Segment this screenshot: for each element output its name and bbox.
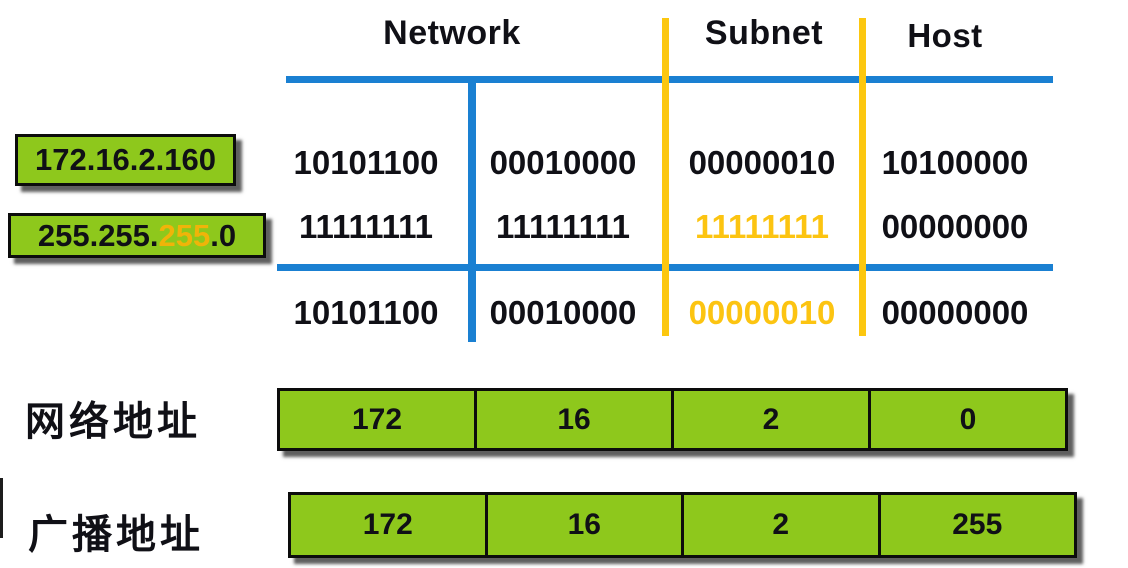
mask-text-prefix: 255.255. bbox=[37, 217, 159, 253]
mask-binary-octet-1: 11111111 bbox=[298, 208, 434, 245]
broadcast-address-label: 广播地址 bbox=[28, 513, 204, 557]
mask-binary-octet-2: 11111111 bbox=[495, 208, 631, 245]
network-column-divider bbox=[468, 76, 476, 342]
broadcast-address-octet-3: 2 bbox=[684, 495, 881, 555]
result-binary-octet-4: 00000000 bbox=[881, 294, 1029, 331]
broadcast-address-bar: 172 16 2 255 bbox=[288, 492, 1077, 558]
mask-binary-octet-4: 00000000 bbox=[881, 208, 1029, 245]
broadcast-address-octet-1: 172 bbox=[291, 495, 488, 555]
subnet-mask-box: 255.255.255.0 bbox=[8, 213, 266, 258]
header-host: Host bbox=[907, 17, 983, 54]
network-address-octet-3: 2 bbox=[674, 391, 871, 448]
mask-text-highlighted-octet: 255 bbox=[158, 217, 211, 253]
ip-binary-octet-3: 00000010 bbox=[688, 144, 836, 181]
left-edge-clipped-mark bbox=[0, 478, 3, 538]
result-binary-octet-2: 00010000 bbox=[489, 294, 637, 331]
ip-binary-octet-1: 10101100 bbox=[293, 144, 439, 181]
ip-binary-octet-4: 10100000 bbox=[881, 144, 1029, 181]
subnet-left-divider bbox=[662, 18, 669, 336]
network-address-octet-2: 16 bbox=[477, 391, 674, 448]
broadcast-address-octet-2: 16 bbox=[488, 495, 684, 555]
result-binary-octet-3-highlighted: 00000010 bbox=[688, 294, 836, 331]
mask-text-suffix: .0 bbox=[210, 217, 237, 253]
broadcast-address-octet-4: 255 bbox=[952, 508, 1003, 541]
ip-address-text: 172.16.2.160 bbox=[34, 142, 216, 177]
top-horizontal-rule bbox=[286, 76, 1053, 83]
mask-binary-octet-3-highlighted: 11111111 bbox=[694, 208, 830, 245]
network-address-octet-4: 0 bbox=[959, 402, 977, 436]
network-address-bar: 172 16 2 0 bbox=[277, 388, 1068, 451]
ip-address-box: 172.16.2.160 bbox=[15, 134, 236, 186]
network-address-octet-1: 172 bbox=[280, 391, 477, 448]
header-subnet: Subnet bbox=[704, 14, 824, 52]
subnet-right-divider bbox=[859, 18, 866, 336]
result-binary-octet-1: 10101100 bbox=[293, 294, 439, 331]
network-address-label: 网络地址 bbox=[25, 400, 201, 444]
ip-binary-octet-2: 00010000 bbox=[489, 144, 637, 181]
header-network: Network bbox=[383, 14, 521, 52]
